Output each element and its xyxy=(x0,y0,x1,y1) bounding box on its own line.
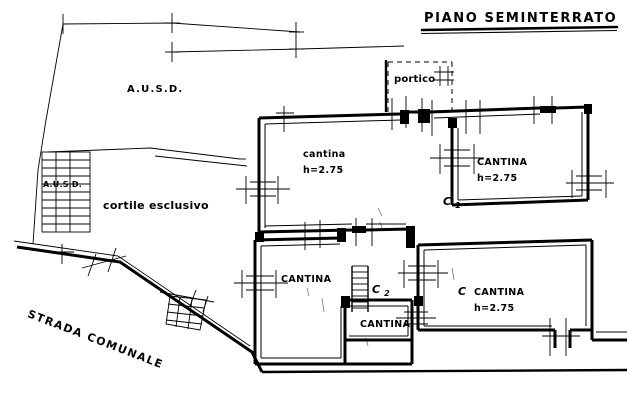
room-ceiling-height: h=2.75 xyxy=(477,172,518,184)
label-cortile-esclusivo: cortile esclusivo xyxy=(103,199,209,212)
marker-letter: C xyxy=(372,283,382,296)
label-portico: portico xyxy=(394,74,436,85)
portico-tick xyxy=(434,66,454,86)
building-outer-walls xyxy=(253,105,627,366)
boundary-tick-marks xyxy=(62,13,304,62)
portico-outline xyxy=(387,61,453,112)
building-inner-wall-lines xyxy=(260,112,587,359)
label-ausd-hatched: A.U.S.D. xyxy=(43,180,82,189)
hatched-block-west xyxy=(41,151,91,233)
property-boundary xyxy=(32,22,405,245)
room-label-cantina-se: CANTINA h=2.75 xyxy=(474,288,524,314)
room-name: CANTINA xyxy=(281,274,332,285)
room-label-cantina-sw: CANTINA xyxy=(281,275,331,285)
room-name: CANTINA xyxy=(477,157,528,168)
openings-and-axis-ticks xyxy=(234,96,627,356)
marker-number: 1 xyxy=(455,201,462,210)
marker-c3: C xyxy=(458,286,467,298)
title-underline xyxy=(420,25,619,35)
label-ausd-area: A.U.S.D. xyxy=(127,84,184,95)
room-name: cantina xyxy=(303,149,346,160)
marker-number: 2 xyxy=(384,289,391,298)
room-label-cantina-center: CANTINA xyxy=(360,320,410,330)
room-ceiling-height: h=2.75 xyxy=(303,164,344,176)
room-label-cantina-nw: cantina h=2.75 xyxy=(303,150,346,176)
room-label-cantina-ne: CANTINA h=2.75 xyxy=(477,158,527,184)
wall-piers xyxy=(255,104,592,308)
page-title: PIANO SEMINTERRATO xyxy=(424,11,618,26)
marker-letter: C xyxy=(443,195,453,208)
room-ceiling-height: h=2.75 xyxy=(474,302,515,314)
road-strada-comunale xyxy=(13,240,627,374)
room-name: CANTINA xyxy=(474,287,525,298)
staircase xyxy=(351,265,369,312)
construction-marks xyxy=(306,207,455,347)
marker-letter: C xyxy=(458,285,468,298)
room-name: CANTINA xyxy=(360,319,411,330)
